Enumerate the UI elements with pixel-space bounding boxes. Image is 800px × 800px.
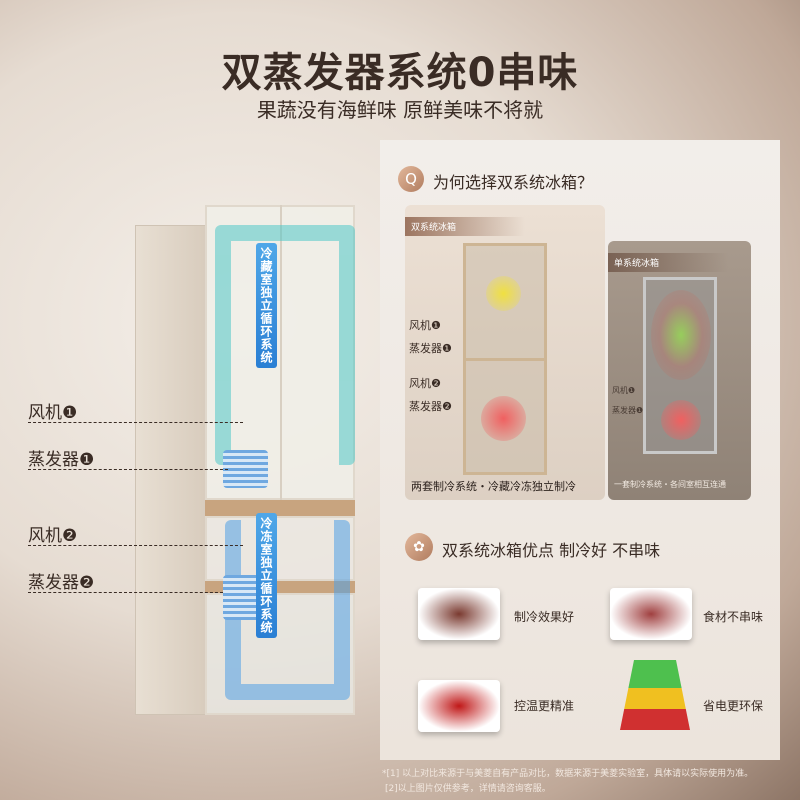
advantage-item: 食材不串味 <box>703 610 764 624</box>
single-caption: 一套制冷系统・各间室相互连通 <box>614 480 726 489</box>
dual-fan2-label: 风机❷ <box>409 377 441 390</box>
energy-label-icon <box>620 660 690 730</box>
advantage-icon: ✿ <box>405 533 433 561</box>
meat-icon <box>481 396 526 441</box>
single-system-card: 单系统冰箱 风机❶ 蒸发器❶ 一套制冷系统・各间室相互连通 <box>608 241 751 500</box>
lower-cycle-label: 冷冻室独立循环系统 <box>256 513 277 638</box>
dual-evap1-label: 蒸发器❶ <box>409 342 452 355</box>
evaporator2-label: 蒸发器❷ <box>28 573 95 593</box>
evaporator1-label: 蒸发器❶ <box>28 450 95 470</box>
dual-fridge-diagram <box>463 243 547 475</box>
fan2-label: 风机❷ <box>28 526 78 546</box>
dual-evap2-label: 蒸发器❷ <box>409 400 452 413</box>
single-fan1-label: 风机❶ <box>612 386 636 395</box>
footnote: *[1] 以上对比来源于与美菱自有产品对比，数据来源于美菱实验室，具体请以实际使… <box>382 769 754 779</box>
page-title: 双蒸发器系统0串味 <box>221 50 579 96</box>
question-text: 为何选择双系统冰箱？ <box>433 173 594 192</box>
advantage-item: 制冷效果好 <box>514 610 575 624</box>
single-tag: 单系统冰箱 <box>608 253 728 272</box>
lobster-icon <box>418 588 500 640</box>
question-icon: Q <box>398 166 424 192</box>
advantage-item: 控温更精准 <box>514 699 575 713</box>
dual-tag: 双系统冰箱 <box>405 217 525 236</box>
page-subtitle: 果蔬没有海鲜味 原鲜美味不将就 <box>256 98 544 122</box>
upper-cycle-label: 冷藏室独立循环系统 <box>256 243 277 368</box>
footnote: [2]以上图片仅供参考，详情请咨询客服。 <box>385 784 551 794</box>
steak-icon <box>610 588 692 640</box>
single-evap1-label: 蒸发器❶ <box>612 406 644 415</box>
fan1-label: 风机❶ <box>28 403 78 423</box>
dual-caption: 两套制冷系统・冷藏冷冻独立制冷 <box>411 480 576 493</box>
advantages-title: 双系统冰箱优点 制冷好 不串味 <box>442 541 661 560</box>
advantage-item: 省电更环保 <box>703 699 764 713</box>
single-fridge-diagram <box>643 277 717 454</box>
dual-fan1-label: 风机❶ <box>409 319 441 332</box>
durian-icon <box>486 276 521 311</box>
fridge-illustration <box>135 200 375 725</box>
dual-system-card: 双系统冰箱 风机❶ 蒸发器❶ 风机❷ 蒸发器❷ 两套制冷系统・冷藏冷冻独立制冷 <box>405 205 605 500</box>
cherries-icon <box>418 680 500 732</box>
